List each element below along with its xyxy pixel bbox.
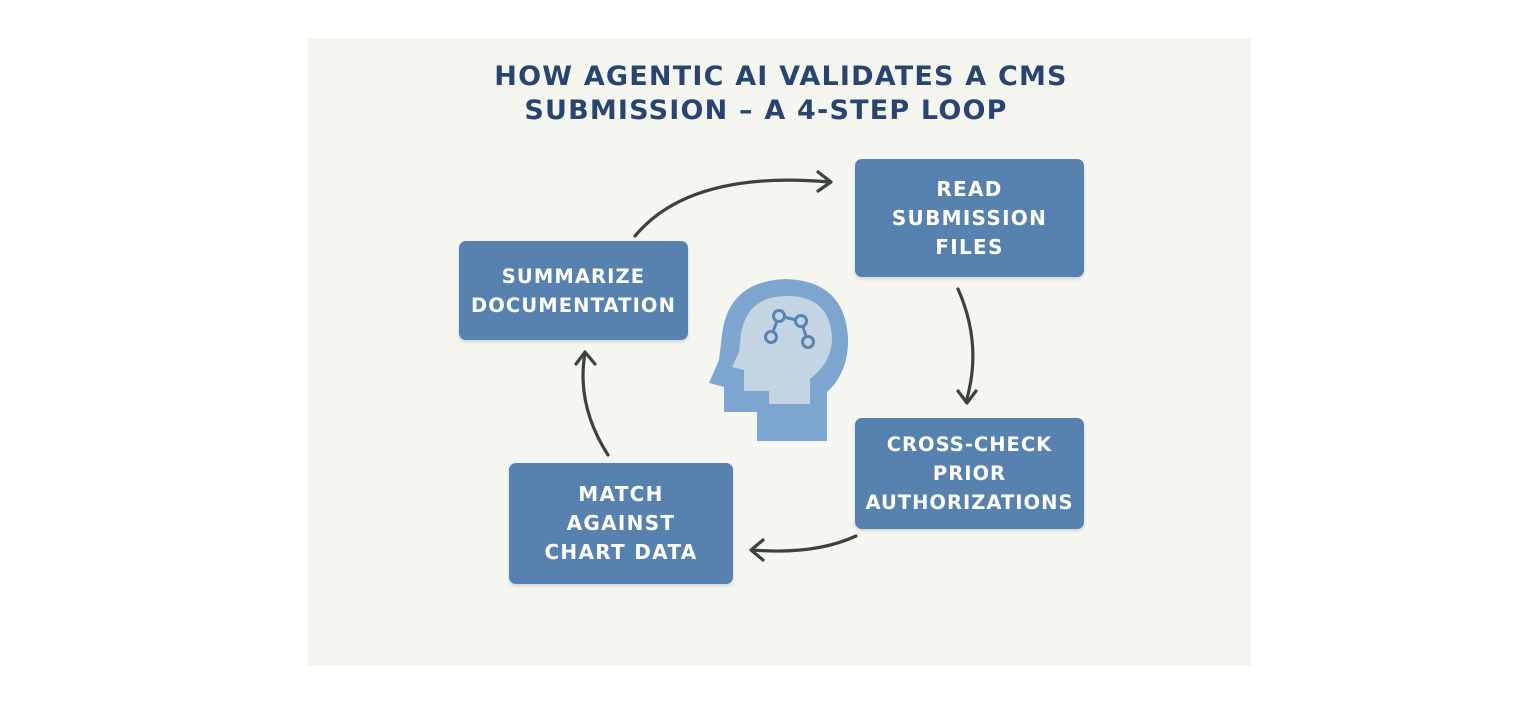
arrow-read-to-crosscheck [956,287,975,404]
step-match-against-chart-data: MATCH AGAINST CHART DATA [509,463,733,584]
step-read-line-1: READ [936,176,1003,201]
arrow-summarize-to-read-head [816,170,833,193]
network-nodes-icon [764,309,815,349]
title-line-2: SUBMISSION – A 4-STEP LOOP [524,95,1008,126]
ai-head-with-network-icon [709,279,849,441]
diagram-title: HOW AGENTIC AI VALIDATES A CMS SUBMISSIO… [0,60,1536,128]
arrow-summarize-to-read [633,178,831,238]
arrow-match-to-summarize-head [574,350,597,366]
step-read-line-3: FILES [935,234,1004,259]
step-cross-line-1: CROSS-CHECK [886,433,1053,456]
step-read-line-2: SUBMISSION [891,205,1048,230]
arrow-read-to-crosscheck-head [956,389,978,405]
step-cross-line-2: PRIOR [932,462,1007,485]
step-match-line-3: CHART DATA [544,540,698,564]
title-line-1: HOW AGENTIC AI VALIDATES A CMS [494,61,1068,92]
step-cross-line-3: AUTHORIZATIONS [865,491,1074,514]
step-summ-line-2: DOCUMENTATION [470,293,677,317]
arrow-crosscheck-to-match [750,534,858,553]
step-summarize-documentation: SUMMARIZE DOCUMENTATION [459,241,688,340]
step-summ-line-1: SUMMARIZE [501,264,646,288]
arrow-match-to-summarize [581,351,610,457]
step-match-line-2: AGAINST [566,511,676,535]
step-read-submission-files: READ SUBMISSION FILES [855,159,1084,277]
step-match-line-1: MATCH [578,482,664,506]
arrow-crosscheck-to-match-head [749,538,765,562]
step-cross-check-prior-authorizations: CROSS-CHECK PRIOR AUTHORIZATIONS [855,418,1084,529]
